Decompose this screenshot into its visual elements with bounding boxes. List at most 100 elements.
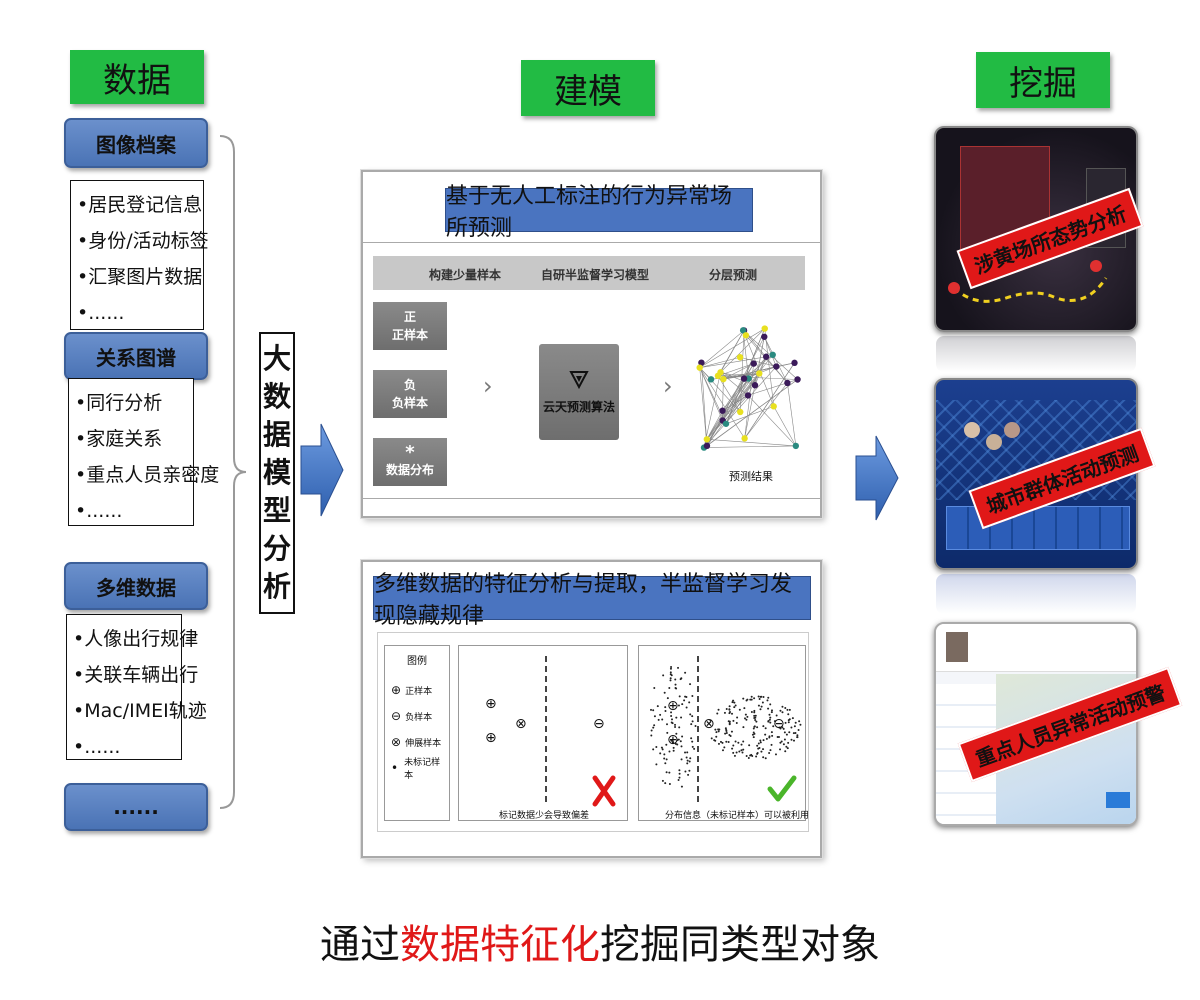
route-path <box>948 260 1108 303</box>
avatar <box>964 422 980 438</box>
network-node <box>717 369 724 376</box>
avatar <box>986 434 1002 450</box>
vertical-char: 数 <box>262 380 291 413</box>
network-node <box>707 376 715 383</box>
unlabeled-point <box>738 750 741 753</box>
decision-boundary <box>545 656 547 802</box>
unlabeled-point <box>710 737 713 740</box>
unlabeled-point <box>680 716 683 719</box>
step-label: 自研半监督学习模型 <box>541 268 650 282</box>
unlabeled-point <box>725 740 728 743</box>
network-node <box>739 327 747 334</box>
unlabeled-point <box>663 753 666 756</box>
unlabeled-point <box>787 741 790 744</box>
unlabeled-point <box>761 701 764 704</box>
unlabeled-point <box>672 749 675 752</box>
unlabeled-point <box>749 698 752 701</box>
unlabeled-point <box>779 709 782 712</box>
vertical-char: 据 <box>262 418 291 451</box>
unlabeled-point <box>723 746 726 749</box>
unlabeled-point <box>784 706 787 709</box>
network-edge <box>701 362 708 446</box>
group-title-multidim-data: 多维数据 <box>64 562 208 610</box>
unlabeled-point <box>792 732 795 735</box>
unlabeled-point <box>652 748 655 751</box>
caption-right: 分布信息（未标记样本）可以被利用 <box>665 811 810 821</box>
unlabeled-point <box>661 718 664 721</box>
unlabeled-point <box>733 754 736 757</box>
unlabeled-point <box>653 724 656 727</box>
legend-title: 图例 <box>407 656 427 667</box>
network-edge <box>717 375 798 380</box>
network-node <box>792 442 800 450</box>
unlabeled-point <box>754 714 757 717</box>
algorithm-label: 云天预测算法 <box>542 400 615 414</box>
unlabeled-point <box>693 747 696 750</box>
unlabeled-point <box>679 678 682 681</box>
unlabeled-point <box>684 671 687 674</box>
list-item: •人像出行规律 <box>73 628 199 650</box>
unlabeled-point <box>731 747 734 750</box>
result-label: 预测结果 <box>729 470 773 483</box>
unlabeled-point <box>766 699 769 702</box>
unlabeled-point <box>659 713 662 716</box>
unlabeled-point <box>775 714 778 717</box>
unlabeled-point <box>791 717 794 720</box>
unlabeled-point <box>764 733 767 736</box>
network-node <box>762 353 770 360</box>
unlabeled-point <box>764 727 767 730</box>
legend-label: 伸展样本 <box>405 738 442 749</box>
unlabeled-point <box>659 752 662 755</box>
legend-label: 负样本 <box>405 712 433 723</box>
unlabeled-point <box>736 716 739 719</box>
unlabeled-point <box>691 745 694 748</box>
network-node <box>740 375 748 382</box>
unlabeled-point <box>653 687 656 690</box>
unlabeled-point <box>750 711 753 714</box>
unlabeled-point <box>725 728 728 731</box>
network-edge <box>706 410 723 440</box>
unlabeled-point <box>664 710 667 713</box>
unlabeled-point <box>782 727 785 730</box>
network-edge <box>722 378 745 411</box>
unlabeled-point <box>684 751 687 754</box>
model-column-title: 建模 <box>521 60 655 116</box>
unlabeled-point <box>650 729 653 732</box>
group-title-image-archive: 图像档案 <box>64 118 208 168</box>
unlabeled-point <box>678 695 681 698</box>
sample-label: 正样本 <box>391 328 428 342</box>
unlabeled-point <box>796 734 799 737</box>
network-edge <box>699 367 708 446</box>
network-node <box>744 392 752 399</box>
unlabeled-point <box>731 712 734 715</box>
unlabeled-point <box>762 695 765 698</box>
plus-circle-icon: ⊕ <box>485 730 497 746</box>
flow-arrow-right-icon <box>855 435 899 521</box>
unlabeled-point <box>742 740 745 743</box>
unlabeled-point <box>773 720 776 723</box>
cross-circle-icon: ⊗ <box>703 716 715 732</box>
unlabeled-point <box>750 695 753 698</box>
unlabeled-point <box>672 741 675 744</box>
network-edge <box>699 328 765 368</box>
network-node <box>696 364 703 371</box>
unlabeled-point <box>792 739 795 742</box>
network-edge <box>717 375 741 413</box>
unlabeled-point <box>785 745 788 748</box>
unlabeled-point <box>689 757 692 760</box>
vertical-char: 分 <box>262 532 291 565</box>
negative-sample-box: 负 负样本 <box>373 370 447 418</box>
list-item: •...... <box>75 500 123 522</box>
minus-circle-icon: ⊖ <box>391 709 402 723</box>
unlabeled-point <box>669 673 672 676</box>
network-node <box>698 359 705 366</box>
legend-row: ⊖负样本 <box>391 703 443 729</box>
unlabeled-point <box>713 739 716 742</box>
unlabeled-point <box>788 708 791 711</box>
unlabeled-point <box>665 743 668 746</box>
unlabeled-point <box>668 782 671 785</box>
data-table-strip <box>946 506 1130 550</box>
unlabeled-point <box>691 695 694 698</box>
unlabeled-point <box>725 707 728 710</box>
unlabeled-point <box>782 743 785 746</box>
